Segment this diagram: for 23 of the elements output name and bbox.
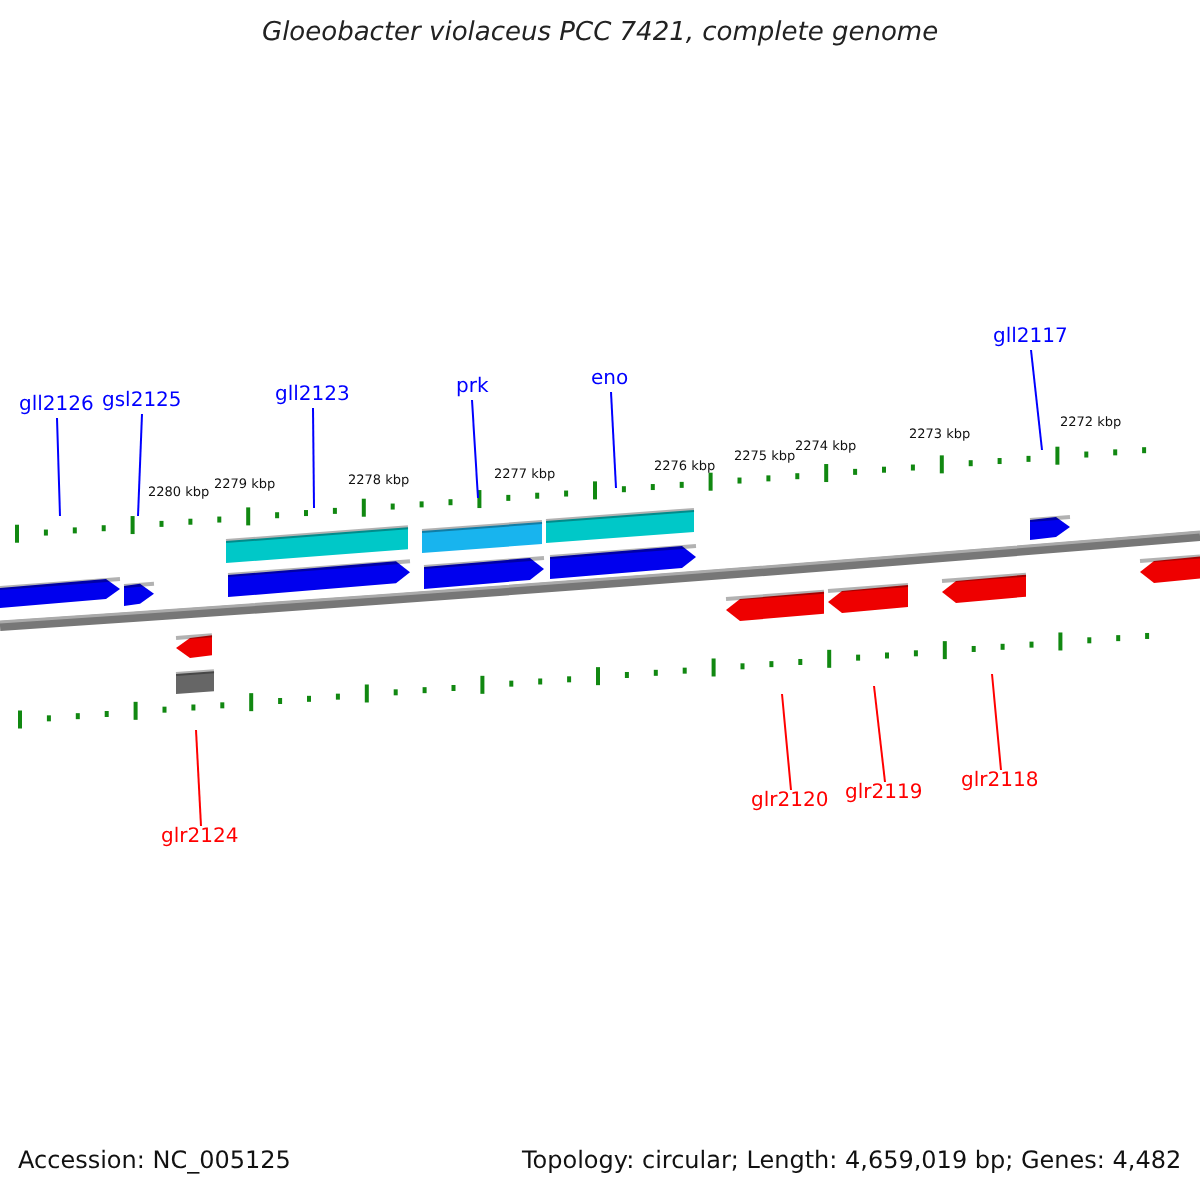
diagram-title: Gloeobacter violaceus PCC 7421, complete genome xyxy=(262,20,939,50)
footer-text: Accession: NC_005125 xyxy=(18,1148,291,1176)
gene-label: gll2117 xyxy=(993,326,1068,349)
leader-line xyxy=(781,693,792,791)
leader-line xyxy=(195,729,202,827)
leader-line xyxy=(56,417,61,517)
gene-label: gll2126 xyxy=(19,394,94,417)
gene-label: glr2120 xyxy=(751,790,829,813)
gene-label: glr2119 xyxy=(845,782,923,805)
gene-label: glr2124 xyxy=(161,826,239,849)
leader-line xyxy=(610,391,617,489)
footer-text: Topology: circular; Length: 4,659,019 bp; Genes: 4,482 xyxy=(522,1148,1182,1176)
gene-label: prk xyxy=(456,376,489,399)
leader-line xyxy=(1030,349,1043,451)
gene-label: glr2118 xyxy=(961,770,1039,793)
leader-line xyxy=(312,407,315,509)
leader-line xyxy=(471,399,479,499)
leader-line xyxy=(873,685,886,783)
gene-label: eno xyxy=(591,368,629,391)
gene-label: gll2123 xyxy=(275,384,350,407)
leader-line xyxy=(991,673,1002,771)
leader-line xyxy=(137,413,143,517)
gene-label: gsl2125 xyxy=(102,390,182,413)
